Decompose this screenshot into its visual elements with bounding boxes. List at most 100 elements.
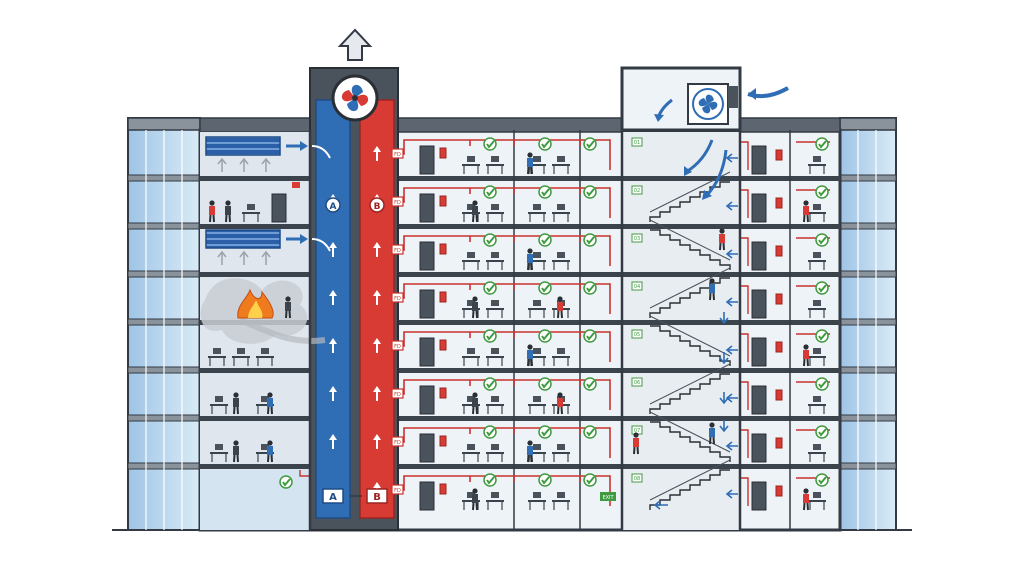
desk-icon (210, 452, 228, 454)
check-mark (818, 380, 827, 389)
person-leg (722, 242, 725, 251)
person-leg (527, 358, 530, 367)
up-arrow-head (373, 290, 381, 296)
person-icon (633, 432, 639, 438)
door-icon (751, 481, 767, 511)
check-mark (282, 478, 291, 487)
monitor-icon (467, 348, 475, 354)
supply-flow-curve (311, 238, 331, 252)
person-icon (527, 440, 533, 446)
facade-slab (839, 318, 897, 326)
stair-floor-label: 06 (634, 380, 640, 386)
check-icon (815, 185, 829, 199)
door-icon (751, 289, 767, 319)
alarm-wiring (740, 381, 749, 410)
person-leg (712, 436, 715, 445)
fire-door-label: FD (394, 440, 401, 446)
check-mark (541, 284, 550, 293)
desk-icon (808, 212, 826, 214)
desk-icon (210, 404, 228, 406)
person-leg (267, 406, 270, 415)
pressurization-arrow-icon (725, 153, 738, 163)
alarm-wiring (740, 333, 749, 362)
person-icon (225, 200, 231, 206)
person-leg (719, 242, 722, 251)
person-body (527, 254, 533, 263)
desk-icon (808, 356, 826, 358)
alarm-wiring (740, 285, 749, 314)
up-arrow-head (373, 242, 381, 248)
person-body (267, 446, 273, 455)
fire-door-label: FD (394, 296, 401, 302)
monitor-icon (467, 204, 475, 210)
monitor-icon (261, 444, 269, 450)
pressurization-arrow-icon (725, 345, 738, 355)
person-body (527, 158, 533, 167)
check-icon (483, 281, 497, 295)
monitor-icon (467, 492, 475, 498)
person-leg (236, 454, 239, 463)
monitor-icon (215, 396, 223, 402)
up-arrow-head (329, 242, 337, 248)
check-icon (538, 329, 552, 343)
stair-floor-label: 08 (634, 476, 640, 482)
person-leg (709, 292, 712, 301)
stair-floor-marker (631, 329, 643, 339)
stair-icon (649, 373, 730, 414)
down-arrow-icon (719, 312, 729, 325)
check-mark (586, 284, 595, 293)
person-icon (527, 152, 533, 158)
monitor-icon (215, 444, 223, 450)
right-facade (839, 117, 897, 531)
monitor-icon (491, 444, 499, 450)
up-arrow-head (329, 290, 337, 296)
left-facade (127, 117, 201, 531)
airflow-up-icon (239, 250, 249, 265)
alarm-wiring (740, 189, 749, 218)
pressurization-arrow-icon (725, 201, 738, 211)
supply-vents (205, 136, 331, 265)
person-leg (557, 406, 560, 415)
person-body (233, 446, 239, 455)
person-body (225, 206, 231, 215)
pressurization-arrow-icon (725, 249, 738, 259)
person-icon (233, 392, 239, 398)
shaft-b-badge (369, 197, 385, 213)
stair-supply-arrow-icon (704, 149, 728, 198)
person-icon (709, 422, 715, 428)
check-mark (486, 284, 495, 293)
alarm-panel-icon (775, 341, 783, 353)
stair-icon (650, 421, 731, 462)
stair-icon (650, 229, 731, 270)
floor-slab (200, 320, 840, 325)
desk-icon (462, 308, 480, 310)
check-mark (541, 140, 550, 149)
exhaust-arrow-icon (337, 28, 373, 61)
check-mark (486, 380, 495, 389)
check-icon (538, 425, 552, 439)
desk-icon (552, 212, 570, 214)
person-leg (712, 292, 715, 301)
up-arrow-head (373, 386, 381, 392)
door-icon (419, 433, 435, 463)
person-icon (472, 296, 478, 302)
monitor-icon (813, 348, 821, 354)
alarm-panel-icon (439, 243, 447, 255)
floor-slab (200, 368, 840, 373)
person-leg (803, 502, 806, 511)
stair-floor-marker (631, 233, 643, 243)
monitor-icon (557, 156, 565, 162)
person-icon (709, 278, 715, 284)
stair-rail (649, 267, 731, 309)
desk-icon (486, 452, 504, 454)
fan-blades (341, 84, 369, 112)
desk-icon (486, 356, 504, 358)
fire-door-label: FD (394, 200, 401, 206)
desk-icon (486, 308, 504, 310)
monitor-icon (491, 348, 499, 354)
desk-icon (486, 212, 504, 214)
stair-floor-label: 07 (634, 428, 640, 434)
facade-slab (839, 270, 897, 278)
shaft-b-bottom-label: B (373, 492, 381, 503)
